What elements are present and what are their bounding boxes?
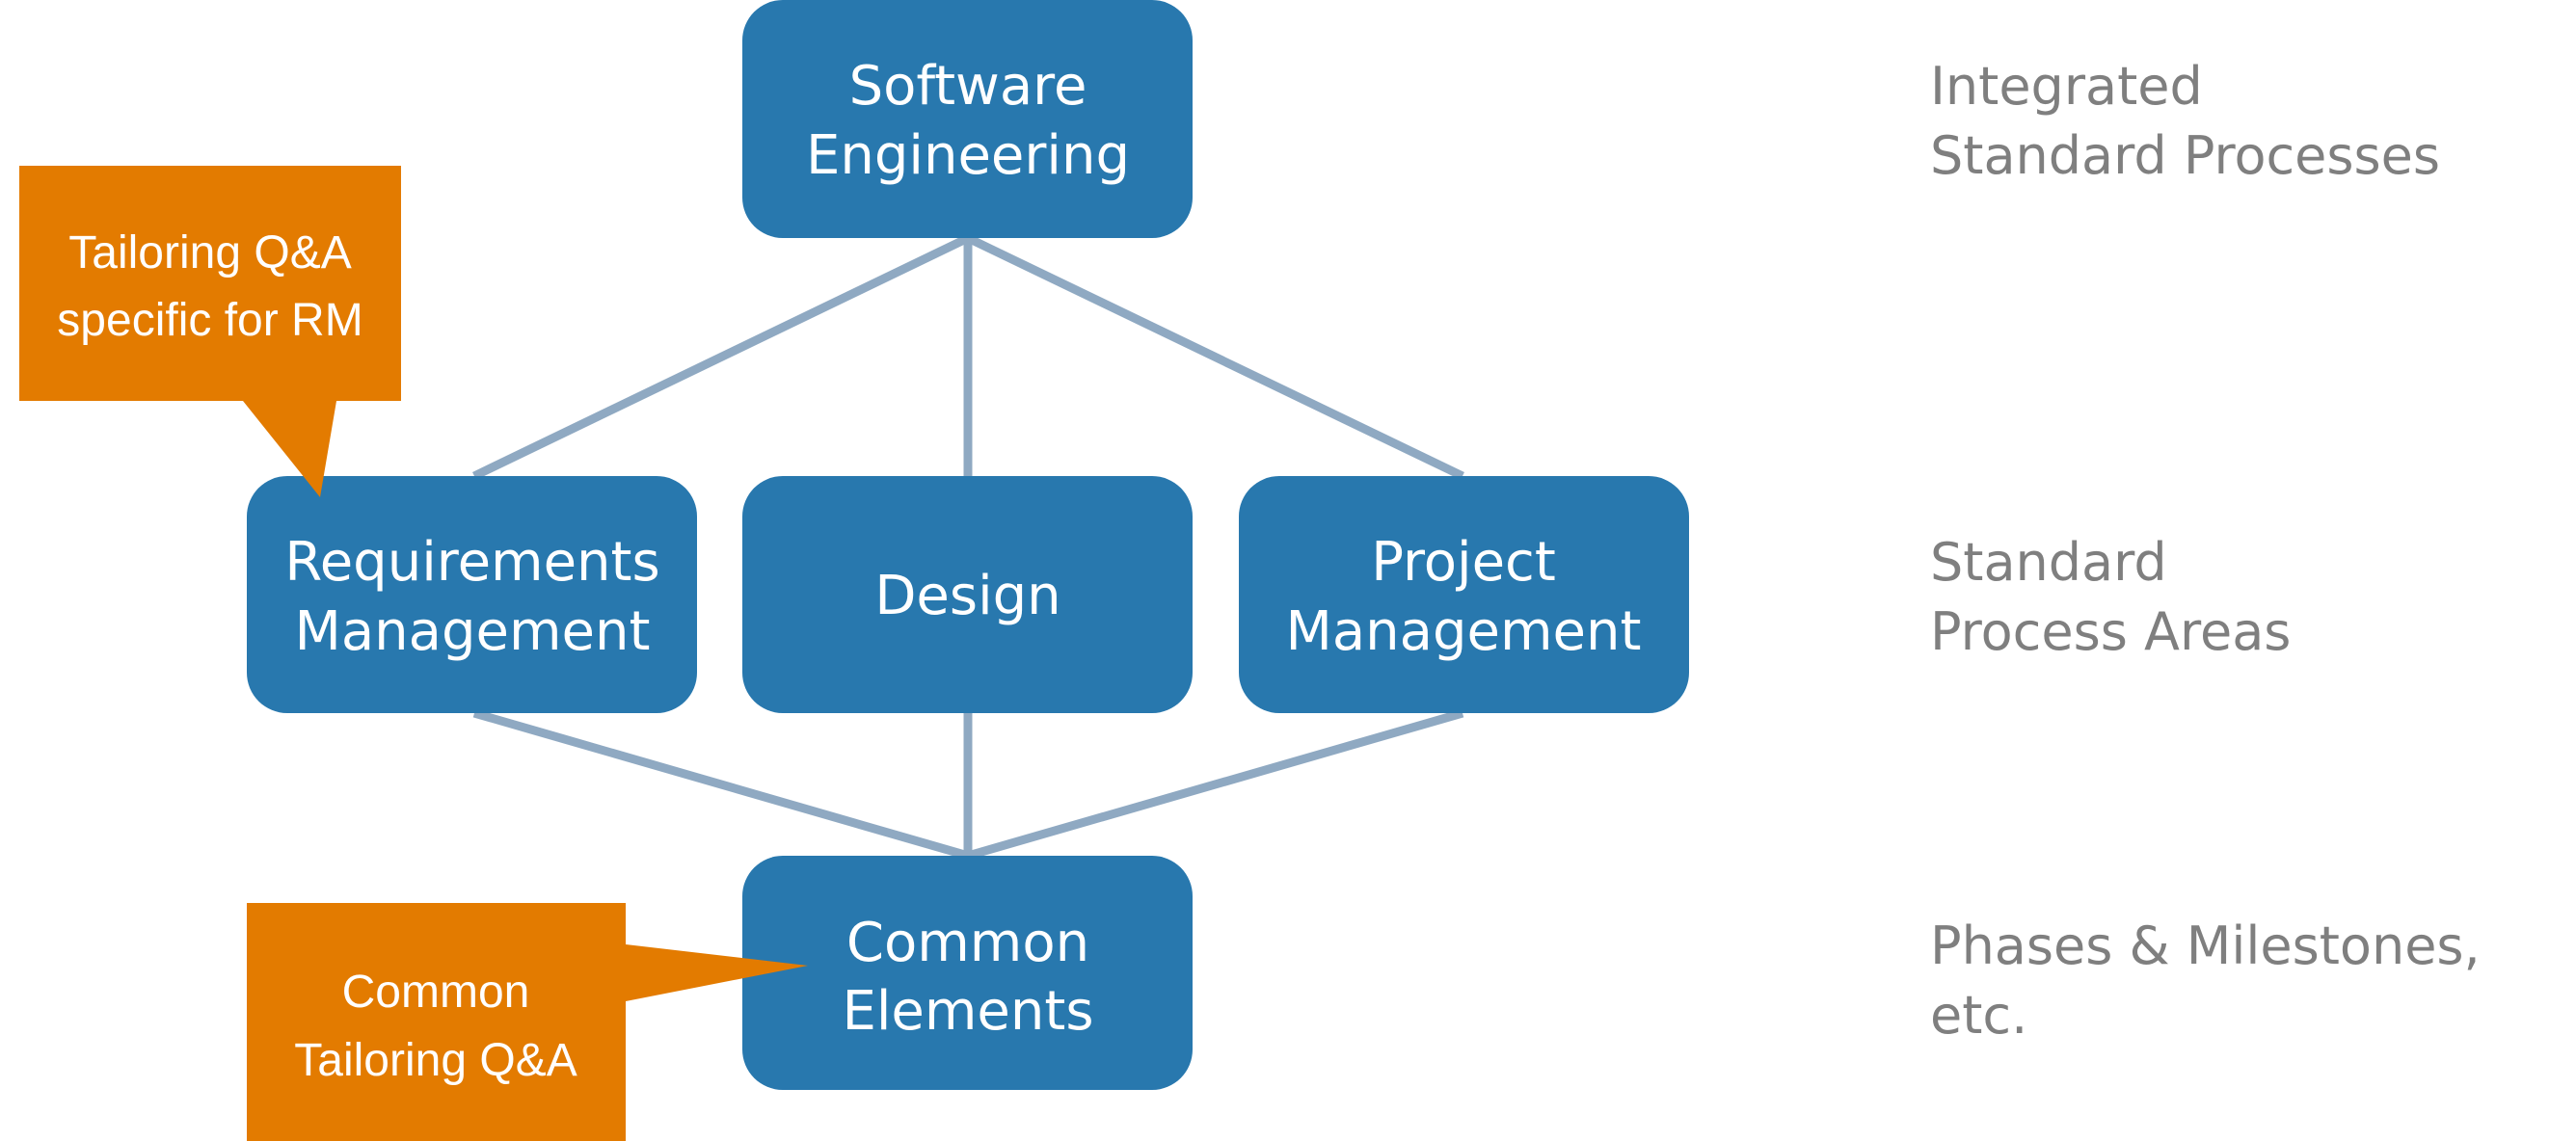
level-top-line1: Integrated	[1930, 56, 2203, 117]
connectors	[472, 233, 1464, 861]
box-label-line1: Project	[1371, 531, 1556, 594]
box-label: Design	[874, 565, 1060, 627]
callout-line2: Tailoring Q&A	[294, 1035, 577, 1086]
level-middle-line1: Standard	[1930, 532, 2167, 593]
box-design[interactable]: Design	[742, 476, 1193, 713]
connector-pm-ce	[966, 708, 1464, 861]
level-labels: Integrated Standard Processes Standard P…	[1930, 56, 2481, 1046]
callout-line1: Tailoring Q&A	[68, 227, 351, 279]
box-label-line2: Management	[1286, 600, 1642, 663]
box-label-line2: Engineering	[806, 124, 1130, 187]
level-bottom-line1: Phases & Milestones,	[1930, 915, 2481, 976]
callout-rm-tailoring: Tailoring Q&A specific for RM	[19, 166, 401, 497]
box-label-line1: Requirements	[284, 531, 659, 594]
level-top-line2: Standard Processes	[1930, 125, 2440, 186]
box-label-line1: Software	[849, 55, 1087, 118]
box-common-elements[interactable]: Common Elements	[742, 856, 1193, 1090]
box-label-line2: Management	[295, 600, 651, 663]
box-label-line1: Common	[846, 912, 1089, 974]
connector-se-pm	[966, 233, 1464, 481]
level-middle-line2: Process Areas	[1930, 601, 2291, 662]
callout-line2: specific for RM	[57, 295, 362, 346]
box-project-management[interactable]: Project Management	[1239, 476, 1689, 713]
callout-common-tailoring: Common Tailoring Q&A	[247, 903, 808, 1141]
box-software-engineering[interactable]: Software Engineering	[742, 0, 1193, 238]
callout-line1: Common	[342, 967, 530, 1018]
connector-rm-ce	[472, 708, 970, 861]
box-requirements-management[interactable]: Requirements Management	[247, 476, 697, 713]
level-bottom-line2: etc.	[1930, 985, 2027, 1046]
box-label-line2: Elements	[842, 980, 1093, 1043]
connector-se-rm	[472, 233, 970, 481]
